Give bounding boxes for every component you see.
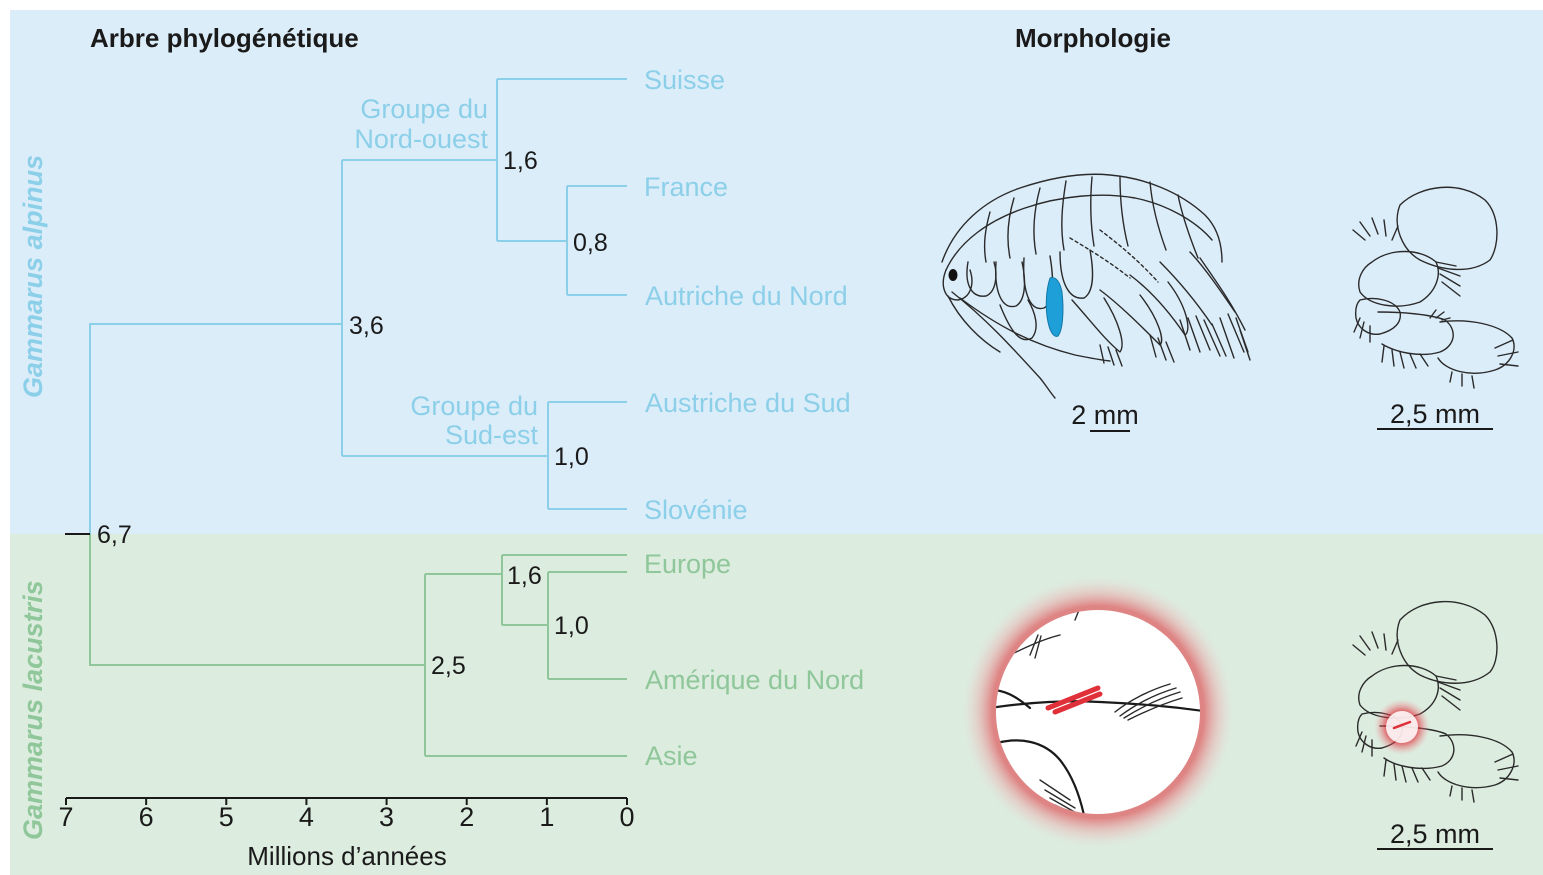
axis-tick-label: 1: [539, 802, 554, 832]
morphology-title: Morphologie: [1015, 23, 1171, 53]
tip-autriche-nord: Autriche du Nord: [645, 281, 848, 311]
axis-label: Millions d’années: [247, 841, 446, 871]
tip-europe: Europe: [644, 549, 731, 579]
node-age-southeast: 1,0: [554, 443, 589, 471]
node-age-lacustris: 2,5: [431, 652, 466, 680]
node-age-inner: 1,0: [554, 612, 589, 640]
axis-tick-label: 7: [58, 802, 73, 832]
group-southeast-line2: Sud-est: [445, 420, 539, 450]
node-age-europe-amerique: 1,6: [507, 562, 542, 590]
eye-icon: [949, 269, 958, 281]
scale-bar-leg-lacustris-label: 2,5 mm: [1390, 819, 1480, 849]
tip-suisse: Suisse: [644, 65, 725, 95]
node-age-root: 6,7: [97, 521, 132, 549]
scale-bar-body-label: 2 mm: [1071, 400, 1139, 430]
axis-tick-label: 6: [139, 802, 154, 832]
species-label-alpinus: Gammarus alpinus: [18, 155, 48, 398]
tip-slovenie: Slovénie: [644, 495, 748, 525]
zoom-detail-lacustris: [962, 576, 1234, 848]
tree-title: Arbre phylogénétique: [90, 23, 359, 53]
lacustris-panel: [10, 534, 1543, 875]
group-northwest-line1: Groupe du: [360, 94, 488, 124]
tip-amerique-nord: Amérique du Nord: [645, 665, 864, 695]
group-southeast-line1: Groupe du: [410, 391, 538, 421]
node-age-northwest: 1,6: [503, 147, 538, 175]
species-label-lacustris: Gammarus lacustris: [18, 580, 48, 840]
tip-autriche-sud: Austriche du Sud: [645, 388, 851, 418]
alpinus-panel: [10, 10, 1543, 534]
group-northwest-line2: Nord-ouest: [354, 124, 488, 154]
tip-france: France: [644, 172, 728, 202]
node-age-alpinus: 3,6: [349, 312, 384, 340]
tip-asie: Asie: [645, 741, 698, 771]
axis-tick-label: 5: [219, 802, 234, 832]
scale-bar-leg-alpinus-label: 2,5 mm: [1390, 399, 1480, 429]
axis-tick-label: 2: [459, 802, 474, 832]
node-age-france-autriche: 0,8: [573, 229, 608, 257]
axis-tick-label: 4: [299, 802, 314, 832]
axis-tick-label: 3: [379, 802, 394, 832]
axis-tick-label: 0: [619, 802, 634, 832]
